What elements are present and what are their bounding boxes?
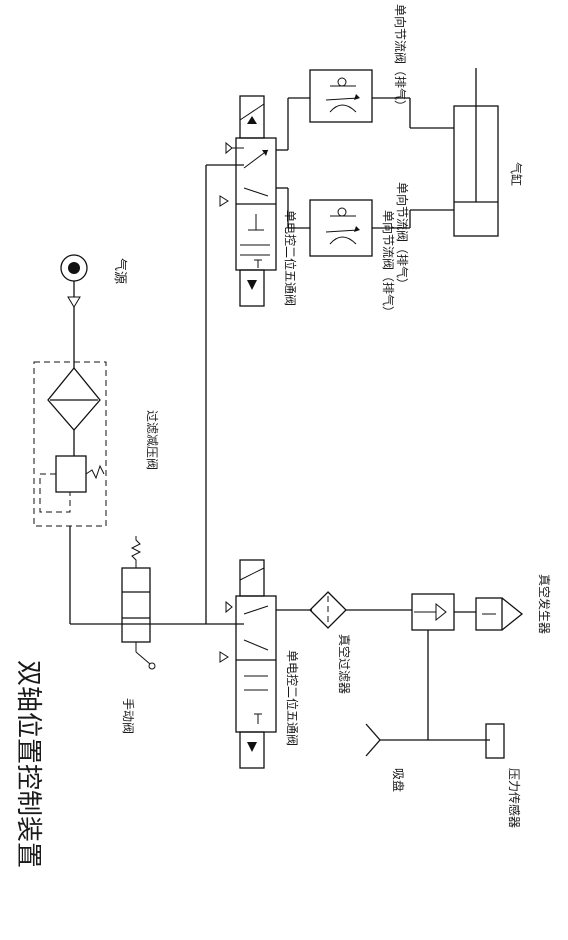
throttle-top-label: 单向节流阀（排气） xyxy=(393,4,408,112)
pressure-sensor xyxy=(485,723,505,759)
vacuum-filter-label: 真空过滤器 xyxy=(337,634,351,694)
filter-regulator-unit xyxy=(33,361,107,527)
vacuum-filter xyxy=(309,591,347,629)
cylinder xyxy=(453,68,499,237)
throttle-mid-label-b: 单向节流阀（排气） xyxy=(381,210,396,318)
air-source-label: 气源 xyxy=(112,258,128,284)
throttle-valve-top xyxy=(309,69,373,123)
solenoid-valve-top-label: 单电控二位五通阀 xyxy=(283,210,298,306)
solenoid-valve-bottom-label: 单电控二位五通阀 xyxy=(285,650,300,746)
manual-valve-label: 手动阀 xyxy=(121,698,135,734)
suction-cup-label: 吸盘 xyxy=(391,768,406,792)
solenoid-valve-top xyxy=(219,95,277,307)
diagram-title: 双轴位置控制装置 xyxy=(13,660,43,868)
vacuum-generator-label: 真空发生器 xyxy=(537,574,552,634)
throttle-mid-label-a: 单向节流阀（排气） xyxy=(395,182,410,290)
pressure-sensor-label: 压力传感器 xyxy=(507,768,522,828)
solenoid-valve-bottom xyxy=(219,559,277,769)
manual-valve xyxy=(121,536,156,670)
suction-cup xyxy=(365,723,381,757)
filter-regulator-label: 过滤减压阀 xyxy=(145,410,159,470)
throttle-valve-mid xyxy=(309,199,373,257)
vacuum-generator xyxy=(411,593,524,631)
cylinder-label: 气缸 xyxy=(509,162,524,186)
